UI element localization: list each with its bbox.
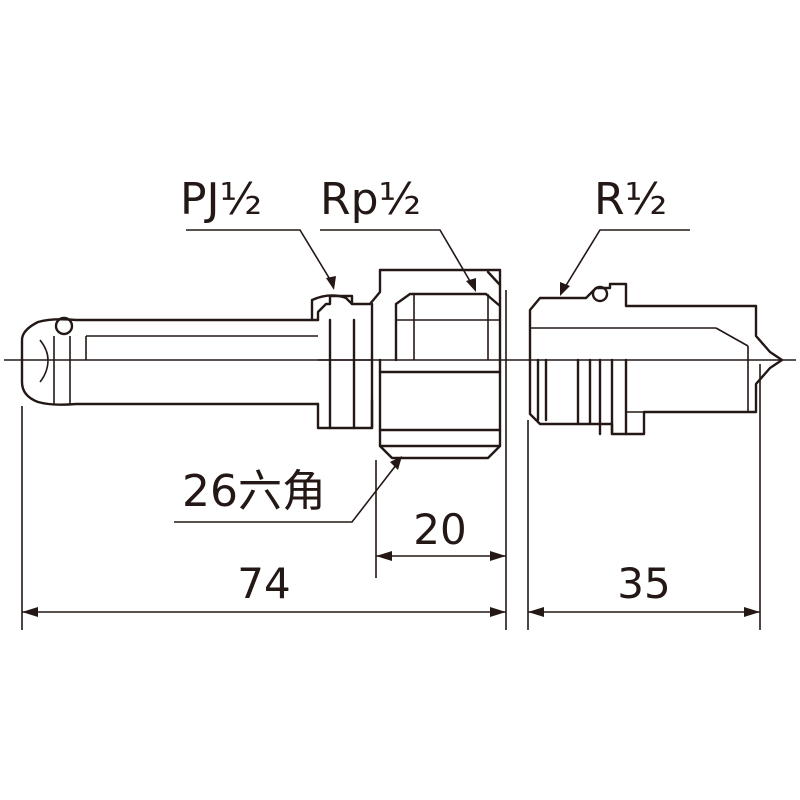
- dim-35-label: 35: [617, 559, 670, 608]
- left-fitting: [20, 268, 502, 460]
- adapter-bore-taper: [715, 327, 749, 347]
- pj-leader-arrow: [326, 276, 336, 290]
- dim-35-arrow-right: [744, 607, 760, 617]
- dim-20-label: 20: [413, 505, 466, 554]
- leaders: [174, 229, 690, 523]
- hex-leader: [174, 459, 401, 523]
- r-thread-label: R½: [594, 174, 667, 225]
- body-step: [316, 268, 502, 322]
- plug-shaft-outline: [20, 318, 320, 406]
- r-leader: [561, 229, 690, 293]
- pj-thread-label: PJ½: [180, 174, 262, 225]
- adapter-ball: [591, 285, 609, 303]
- rp-leader-arrow: [466, 278, 476, 292]
- body-lower: [316, 398, 374, 430]
- dim-20-arrow-right: [490, 551, 506, 561]
- hex-leader-arrow: [390, 456, 402, 470]
- dim-74-arrow-left: [22, 607, 38, 617]
- rp-thread-label: Rp½: [320, 174, 421, 225]
- dim-74-arrow-right: [490, 607, 506, 617]
- dim-74-label: 74: [237, 559, 290, 608]
- pj-leader: [186, 229, 335, 287]
- right-fitting: [528, 282, 784, 436]
- dim-35-arrow-left: [528, 607, 544, 617]
- rp-leader: [320, 229, 475, 289]
- nose-groove-1: [39, 339, 49, 383]
- r-leader-arrow: [560, 282, 570, 296]
- rp-socket: [394, 292, 502, 362]
- dimensions: [21, 290, 761, 630]
- nose-ball: [54, 316, 74, 336]
- pj-seat: [310, 294, 354, 322]
- dim-20-arrow-left: [376, 551, 392, 561]
- hex-size-label: 26六角: [182, 466, 326, 517]
